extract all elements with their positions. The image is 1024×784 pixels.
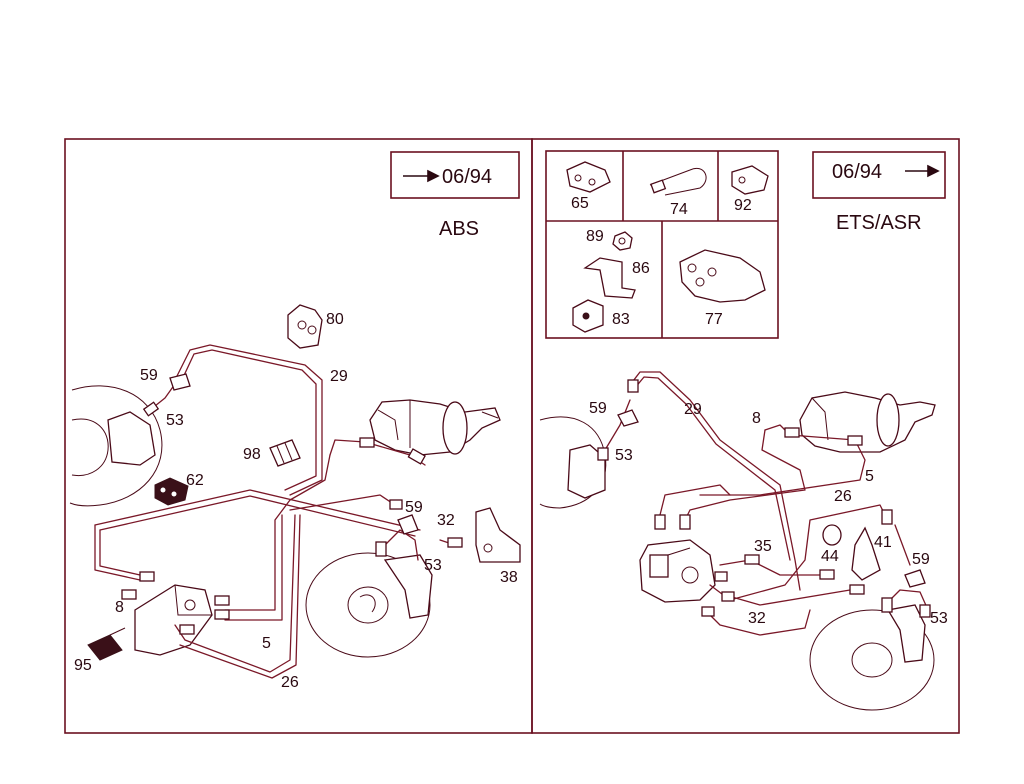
- inset-callout-65: 65: [571, 195, 589, 212]
- right-panel-frame: [531, 138, 960, 734]
- callout-5: 5: [262, 635, 271, 652]
- right-fittings: [597, 379, 931, 618]
- callout-8: 8: [115, 599, 124, 616]
- arrow-right-icon: [427, 169, 440, 183]
- callout-29: 29: [330, 368, 348, 385]
- callout-32: 32: [437, 512, 455, 529]
- left-front-disc: [69, 385, 163, 507]
- inset-callout-89: 89: [586, 228, 604, 245]
- callout-62: 62: [186, 472, 204, 489]
- clip-95: [87, 627, 126, 661]
- callout-80: 80: [326, 311, 344, 328]
- callout-26: 26: [281, 674, 299, 691]
- right-date-box: 06/94: [812, 151, 946, 199]
- inset-callout-83: 83: [612, 311, 630, 328]
- right-date-text: 06/94: [832, 161, 882, 183]
- right-front-disc: [539, 416, 607, 509]
- left-master-cylinder: [369, 399, 501, 456]
- clip-44: [822, 524, 842, 546]
- r-callout-29: 29: [684, 401, 702, 418]
- r-callout-59-lower: 59: [912, 551, 930, 568]
- callout-53-lower: 53: [424, 557, 442, 574]
- callout-59-upper: 59: [140, 367, 158, 384]
- callout-98: 98: [243, 446, 261, 463]
- r-callout-41: 41: [874, 534, 892, 551]
- r-callout-53-upper: 53: [615, 447, 633, 464]
- part-86-icon: [583, 257, 636, 299]
- part-65-icon: [566, 161, 611, 193]
- part-74-icon: [649, 167, 707, 196]
- left-fittings: [121, 373, 463, 635]
- inset-callout-77: 77: [705, 311, 723, 328]
- r-callout-26: 26: [834, 488, 852, 505]
- right-rear-disc: [809, 604, 935, 711]
- clip-98: [269, 439, 301, 467]
- callout-59-lower: 59: [405, 499, 423, 516]
- inset-parts-box: 65 74 92 89 86 83 77: [545, 150, 779, 339]
- r-callout-32: 32: [748, 610, 766, 627]
- r-callout-5: 5: [865, 468, 874, 485]
- left-date-box: 06/94: [390, 151, 520, 199]
- left-date-text: 06/94: [442, 166, 492, 188]
- callout-53-upper: 53: [166, 412, 184, 429]
- part-77-icon: [679, 249, 766, 303]
- part-92-icon: [731, 165, 769, 195]
- inset-callout-74: 74: [670, 201, 688, 218]
- right-system-label: ETS/ASR: [836, 212, 922, 234]
- arrow-right-icon: [927, 164, 940, 178]
- right-brake-lines: [604, 371, 929, 636]
- r-callout-8: 8: [752, 410, 761, 427]
- callout-38: 38: [500, 569, 518, 586]
- r-callout-53-lower: 53: [930, 610, 948, 627]
- inset-callout-92: 92: [734, 197, 752, 214]
- part-89-icon: [612, 231, 633, 251]
- inset-callout-86: 86: [632, 260, 650, 277]
- r-callout-35: 35: [754, 538, 772, 555]
- left-system-label: ABS: [439, 218, 479, 240]
- callout-95: 95: [74, 657, 92, 674]
- right-master-cylinder: [799, 391, 936, 453]
- asr-hydraulic-unit: [639, 539, 716, 603]
- abs-hydraulic-unit: [134, 584, 213, 656]
- r-callout-44: 44: [821, 548, 839, 565]
- bracket-38: [475, 507, 521, 563]
- clip-80: [287, 304, 323, 349]
- r-callout-59-upper: 59: [589, 400, 607, 417]
- clip-62: [154, 477, 189, 506]
- left-rear-disc: [305, 552, 433, 658]
- bracket-41: [851, 526, 881, 581]
